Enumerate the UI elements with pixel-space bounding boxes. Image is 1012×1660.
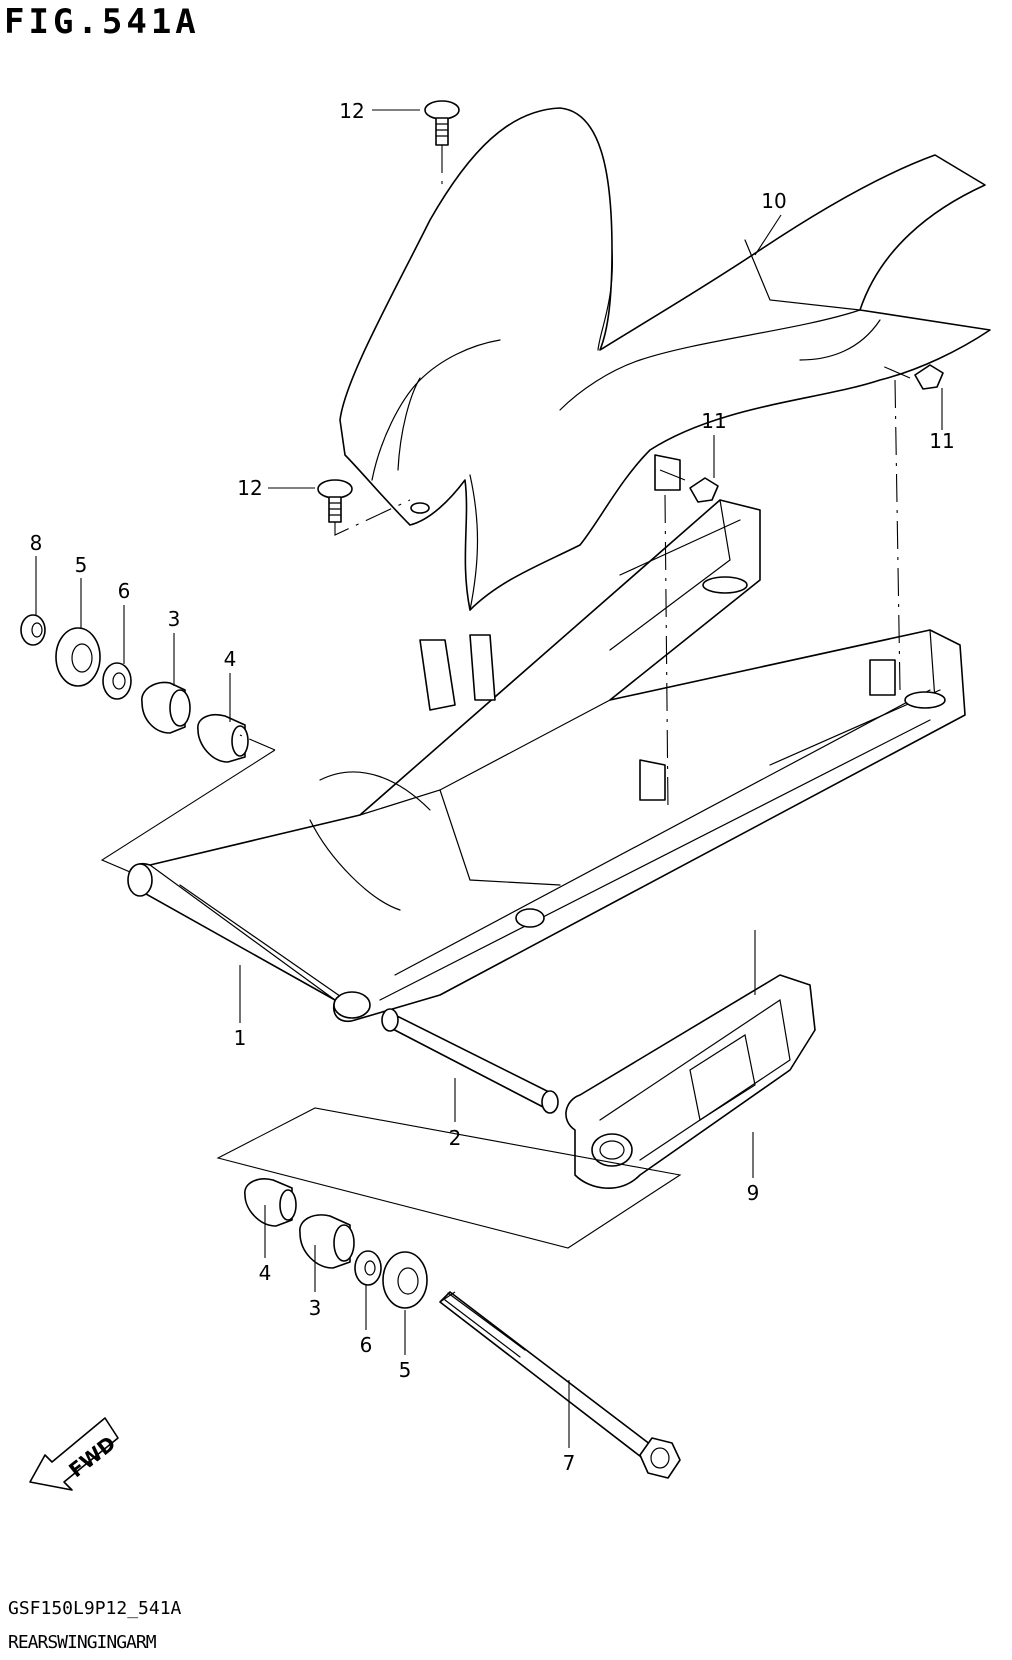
rear-fender [339,107,991,611]
callout-8: 8 [30,531,43,555]
callout-12-top: 12 [339,99,364,123]
callout-9: 9 [747,1181,760,1205]
diagram-code: GSF150L9P12_541A [8,1598,182,1619]
left-hardware-stack [20,614,249,763]
callout-numbers: 12 12 10 11 11 8 5 6 3 4 1 2 9 4 3 6 5 7 [30,99,955,1475]
assembly-lines [100,145,911,1303]
pivot-shaft [381,1008,559,1114]
fwd-arrow-icon: FWD [29,1417,120,1491]
callout-12-bottom: 12 [237,476,262,500]
callout-7: 7 [563,1451,576,1475]
callout-5-left: 5 [75,553,88,577]
callout-2: 2 [449,1126,462,1150]
callout-11-left: 11 [701,409,726,433]
callout-10: 10 [761,189,786,213]
figure-title: FIG.541A [4,2,200,42]
callout-6-right: 6 [360,1333,373,1357]
diagram-name: REARSWINGINGARM [8,1632,157,1653]
right-hardware-stack [244,1178,428,1309]
part-5-bearing-seal-right [382,1251,428,1309]
leader-lines [35,109,943,1448]
callout-4-left: 4 [224,647,237,671]
fender-screws [317,100,944,523]
callout-4-right: 4 [259,1261,272,1285]
part-5-bearing-seal [55,627,101,687]
callout-5-right: 5 [399,1358,412,1382]
callout-1: 1 [234,1026,247,1050]
swingarm [127,454,966,1022]
pivot-bolt [439,1291,681,1479]
callout-3-right: 3 [309,1296,322,1320]
callout-6-left: 6 [118,579,131,603]
part-6-washer [102,662,132,700]
chain-case [565,974,816,1189]
part-6-washer-right [354,1250,382,1286]
callout-3-left: 3 [168,607,181,631]
part-8-cap [20,614,46,646]
callout-11-right: 11 [929,429,954,453]
